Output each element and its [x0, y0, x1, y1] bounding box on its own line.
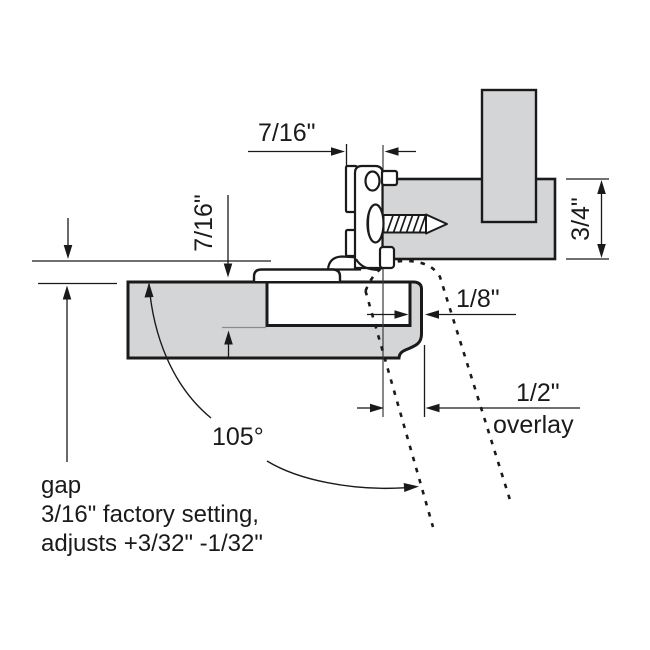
gap-note-line1: gap [41, 472, 81, 499]
dim-cup-edge-distance [367, 310, 516, 319]
gap-note-line2: 3/16" factory setting, [41, 501, 259, 528]
swing-arc-lower [266, 460, 405, 490]
plate-top-hook [380, 169, 399, 187]
gap-note: gap 3/16" factory setting, adjusts +3/32… [41, 472, 263, 557]
screw-threads [386, 215, 427, 233]
dim-gap [32, 218, 271, 462]
plate-bottom-foot [378, 245, 396, 270]
dim-frame-offset [248, 144, 416, 166]
cup-recess [265, 283, 412, 327]
screw-tip [425, 213, 448, 235]
cup-flange [252, 268, 342, 281]
swing-arrow-right [403, 483, 419, 492]
cup-vertical-label: 7/16" [190, 194, 218, 252]
gap-note-line3: adjusts +3/32" -1/32" [41, 530, 263, 557]
side-panel [480, 88, 538, 224]
hinge-group [252, 164, 399, 281]
dim-cup-vertical [223, 195, 233, 278]
overlay-word-label: overlay [493, 411, 574, 439]
frame-thickness-label: 3/4" [567, 197, 595, 241]
door-panel [126, 280, 423, 360]
angle-annotation [144, 282, 419, 492]
screw-group [366, 203, 448, 244]
swing-arc-upper [148, 283, 212, 419]
screw-head-profile [367, 206, 372, 241]
arm-curve [355, 258, 381, 272]
frame-offset-label: 7/16" [258, 119, 316, 147]
dim-cup-depth [222, 326, 266, 357]
plate-slot-hole [364, 170, 381, 192]
opening-angle-label: 105° [212, 423, 264, 451]
dim-frame-thickness [566, 178, 609, 260]
side-panel-board [480, 88, 538, 224]
overlay-value-label: 1/2" [516, 379, 560, 407]
cup-edge-distance-label: 1/8" [456, 285, 500, 313]
screw-head [366, 203, 385, 244]
swing-arrow-up [144, 282, 154, 298]
dim-overlay [357, 345, 580, 417]
